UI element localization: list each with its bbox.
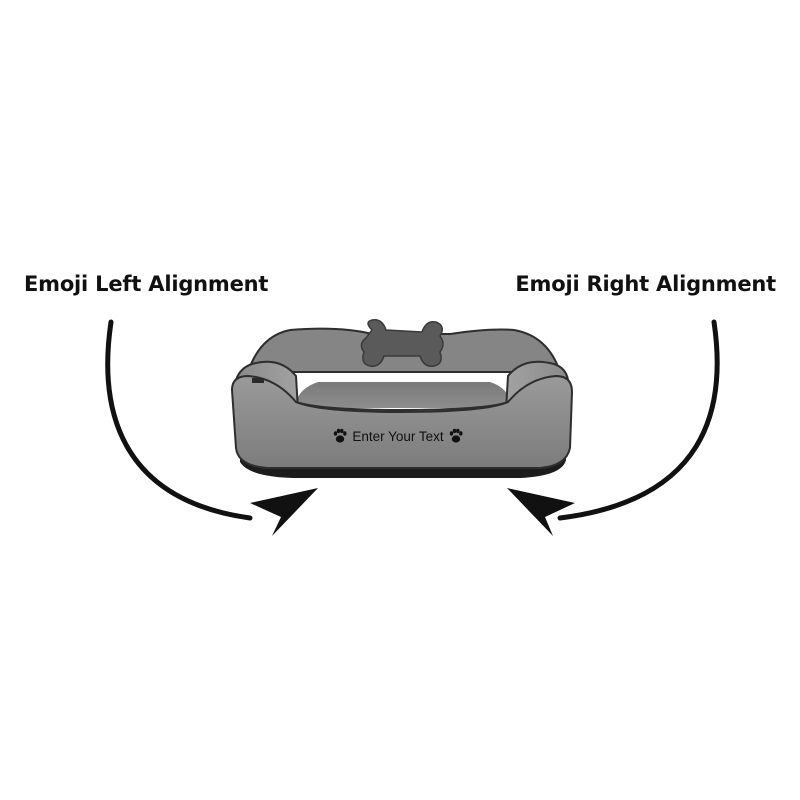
paw-print-left-icon [333,428,347,443]
bed-personalized-text: Enter Your Text [352,429,444,444]
dog-bed [230,318,574,478]
paw-print-right-icon [449,428,463,443]
left-arrow-icon [105,319,318,536]
bone-pillow [360,318,444,368]
right-arrow-icon [507,319,720,536]
emoji-left-alignment-label: Emoji Left Alignment [24,272,269,296]
emoji-right-alignment-label: Emoji Right Alignment [515,272,776,296]
